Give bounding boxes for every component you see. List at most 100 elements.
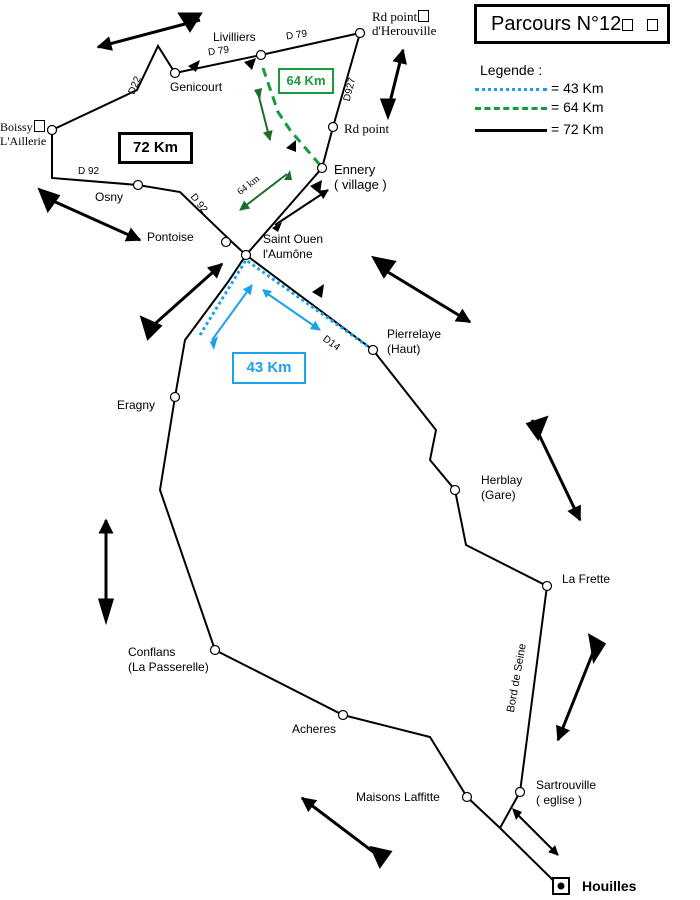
legend-label-64km: = 64 Km (551, 99, 604, 115)
place-herblay-line1: Herblay (481, 473, 523, 487)
town-marker-acheres (337, 709, 349, 721)
legend-item-64km: = 64 Km (475, 99, 675, 117)
town-marker-osny (132, 179, 144, 191)
town-marker-herblay (449, 484, 461, 496)
place-rd-point-herouville: Rd point d'Herouville (372, 10, 436, 38)
direction-marker (286, 140, 296, 152)
town-marker-saint-ouen (240, 249, 252, 261)
place-saint-ouen: Saint Ouen l'Aumône (263, 232, 323, 262)
town-marker-eragny (169, 391, 181, 403)
town-marker-sartrouville (514, 786, 526, 798)
big-arrow-right (556, 639, 600, 742)
town-marker-ennery (316, 162, 328, 174)
big-arrow-pierrelaye-fletch (371, 255, 397, 279)
route-72km-path (51, 31, 561, 888)
title-box: Parcours N°12 (474, 4, 670, 44)
big-arrow-left-fletch (97, 598, 115, 626)
place-houilles: Houilles (582, 878, 637, 894)
place-conflans-line1: Conflans (128, 645, 176, 659)
town-marker-pierrelaye (367, 344, 379, 356)
town-marker-livilliers (255, 49, 267, 61)
small-arrow-sartrouville (514, 811, 559, 856)
small-arrow-ennery-fletch (272, 222, 282, 232)
distance-box-64km: 64 Km (278, 68, 334, 94)
big-arrow-bottom-fletch (369, 845, 393, 870)
place-osny: Osny (95, 190, 124, 204)
blue-arrow-up (211, 284, 253, 341)
legend-item-72km: = 72 Km (475, 121, 675, 139)
place-boissy: Boissy L'Aillerie (0, 120, 46, 148)
place-pontoise: Pontoise (147, 230, 194, 244)
place-boissy-line2: L'Aillerie (0, 134, 47, 148)
title-glyph (647, 19, 659, 31)
small-arrow-ennery (274, 189, 329, 226)
map-title: Parcours N°12 (491, 13, 622, 35)
green-arrow-down (257, 92, 273, 141)
blue-arrow-down (264, 291, 321, 331)
big-arrow-pontoise-fletch (37, 187, 61, 214)
legend-swatch-64km (475, 107, 547, 110)
place-ennery: Ennery ( village ) (334, 162, 387, 192)
place-sartrouville: Sartrouville ( eglise ) (536, 778, 596, 808)
route-64km-path (261, 67, 322, 166)
town-marker-pontoise (220, 236, 232, 248)
place-rd-point-herouville-line2: d'Herouville (372, 23, 437, 38)
direction-marker (310, 180, 322, 194)
blue-arrow-up-fletch (210, 336, 218, 350)
big-arrow-right-fletch (588, 633, 607, 665)
town-marker-genicourt (169, 67, 181, 79)
green-arrow-down-fletch (254, 88, 262, 100)
label-glyph (33, 120, 45, 132)
direction-marker (312, 284, 324, 298)
place-saint-ouen-line2: l'Aumône (263, 247, 313, 261)
big-arrow-top-fletch (177, 12, 203, 33)
legend-title: Legende : (480, 62, 543, 78)
place-acheres: Acheres (292, 722, 337, 736)
big-arrow-bottom (300, 796, 385, 862)
place-rd-point-herouville-line1: Rd point (372, 9, 418, 24)
place-conflans-line2: (La Passerelle) (128, 660, 209, 674)
place-sartrouville-line2: ( eglise ) (536, 793, 583, 807)
legend-label-72km: = 72 Km (551, 121, 604, 137)
big-arrow-pontoise (41, 194, 142, 242)
big-arrow-eragny (147, 262, 224, 332)
place-genicourt: Genicourt (170, 80, 223, 94)
place-ennery-line1: Ennery (334, 162, 376, 177)
big-arrow-top (96, 18, 201, 51)
place-ennery-line2: ( village ) (334, 177, 387, 192)
place-eragny: Eragny (117, 398, 156, 412)
legend-label-43km: = 43 Km (551, 80, 604, 96)
big-arrow-pierrelaye (377, 264, 472, 324)
place-pierrelaye-line2: (Haut) (387, 342, 421, 356)
legend-swatch-72km (475, 129, 547, 132)
town-marker-la-frette (541, 580, 553, 592)
town-marker-conflans (209, 644, 221, 656)
direction-marker (244, 58, 256, 70)
small-arrow-sartrouville-fletch (512, 808, 522, 820)
route-43km-path (198, 257, 374, 352)
place-herblay: Herblay (Gare) (481, 473, 522, 503)
distance-box-43km: 43 Km (232, 352, 306, 384)
big-arrow-herblay-fletch (525, 415, 549, 442)
big-arrow-eragny-fletch (139, 315, 163, 341)
green-arrow-diag (239, 173, 288, 211)
town-marker-boissy (46, 124, 58, 136)
place-la-frette: La Frette (562, 572, 611, 586)
title-glyph (622, 19, 634, 31)
place-herblay-line2: (Gare) (481, 488, 516, 502)
green-arrow-diag-fletch (284, 170, 292, 180)
place-livilliers: Livilliers (213, 30, 256, 44)
blue-arrow-down-fletch (262, 289, 272, 298)
houilles-marker-dot (557, 882, 565, 890)
place-pierrelaye: Pierrelaye (Haut) (387, 327, 441, 357)
big-arrow-herouville-fletch (379, 98, 397, 121)
label-glyph (418, 10, 430, 22)
place-sartrouville-line1: Sartrouville (536, 778, 597, 792)
place-conflans: Conflans (La Passerelle) (128, 645, 209, 675)
legend-swatch-43km (475, 88, 547, 91)
place-rd-point: Rd point (344, 121, 390, 136)
distance-box-72km: 72 Km (118, 132, 193, 164)
place-maisons-laffitte: Maisons Laffitte (356, 790, 440, 804)
place-boissy-line1: Boissy (0, 120, 33, 134)
